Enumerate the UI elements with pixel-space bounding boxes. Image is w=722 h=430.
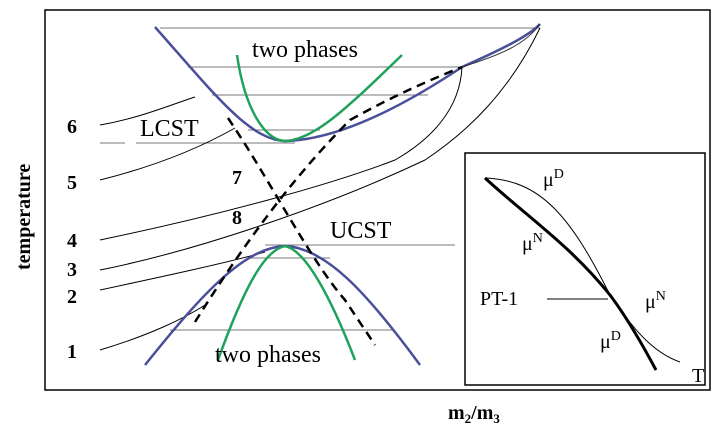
region-bottom-label: two phases (215, 342, 321, 368)
curve-5 (99, 127, 236, 181)
pt-1-label: PT-1 (480, 288, 518, 310)
inset-thick-curve (483, 176, 658, 371)
curve-4 (99, 66, 463, 241)
curve-number-label: 6 (67, 116, 77, 138)
x-axis-slash: /m (470, 402, 494, 424)
y-axis-label: temperature (13, 164, 35, 270)
x-axis-label-m: m (448, 402, 465, 424)
dashed-lines (193, 65, 463, 346)
mu-label: μD (600, 329, 621, 353)
x-axis-label: m2/m3 (448, 402, 500, 426)
ucst-label: UCST (330, 218, 392, 244)
inset-frame (464, 152, 706, 386)
mu-label: μD (543, 167, 564, 191)
x-axis-sub-2: 2 (465, 411, 472, 426)
spinodal-curves (216, 54, 403, 361)
lcst-spinodal (235, 54, 403, 143)
mu-label: μN (522, 231, 543, 255)
inset-t-axis-label: T (692, 365, 704, 387)
isotherm-lines (99, 27, 541, 351)
region-top-label: two phases (252, 37, 358, 63)
curve-number-label: 5 (67, 172, 77, 194)
curve-number-label: 8 (232, 207, 242, 229)
curve-3 (99, 27, 541, 271)
x-axis-sub-3: 3 (493, 411, 500, 426)
curve-1 (99, 304, 206, 351)
curve-6 (99, 96, 196, 126)
inset-thin-curve (484, 177, 681, 363)
curve-number-label: 7 (232, 167, 242, 189)
curve-number-label: 4 (67, 230, 77, 252)
outer-curve (461, 23, 541, 68)
curve-number-label: 2 (67, 286, 77, 308)
dashed-line-7 (226, 117, 377, 346)
mu-label: μN (645, 289, 666, 313)
main-plot-frame (44, 9, 711, 391)
curve-number-label: 3 (67, 259, 77, 281)
tie-lines (100, 27, 540, 331)
lcst-label: LCST (140, 116, 199, 142)
ucst-spinodal (216, 244, 357, 361)
inset-curves (483, 176, 681, 371)
dashed-line-8 (193, 65, 463, 323)
curve-number-label: 1 (67, 341, 77, 363)
curve-2 (99, 251, 266, 291)
